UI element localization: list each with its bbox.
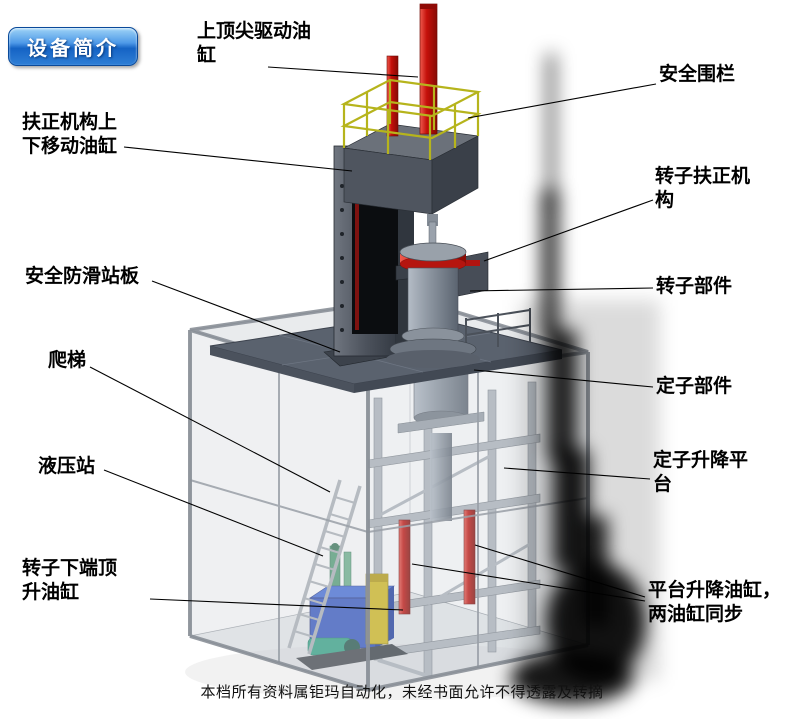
label-antislip-board: 安全防滑站板 [25,266,140,287]
label-ladder: 爬梯 [48,350,87,371]
footer-note: 本档所有资料属钜玛自动化，未经书面允许不得透露及转摘 [200,684,604,701]
leader-lines [89,66,657,611]
platform-lift-cylinders [398,509,476,615]
leader-centering-cylinder [123,146,353,172]
label-centering-cylinder: 扶正机构上 下移动油缸 [22,112,118,158]
rotor-assembly [386,214,489,368]
label-rotor-part: 转子部件 [656,276,733,297]
shadow-smudge [510,54,660,704]
label-rotor-centering: 转子扶正机 构 [655,166,751,212]
leader-platform-cylinder-b [411,563,646,602]
label-platform-cylinders: 平台升降油缸， 两油缸同步 [648,580,782,626]
leader-platform-cylinder-a [474,544,646,598]
ground-shadow [185,644,615,700]
leader-ladder [89,366,331,493]
leader-rotor-jack-cylinder [149,598,404,611]
leader-stator-part [473,369,654,388]
label-stator-part: 定子部件 [656,376,733,397]
label-stator-platform: 定子升降平 台 [653,450,749,496]
leader-rotor-part [469,287,654,292]
leader-hydraulic-station [103,469,324,557]
ladder-3d [287,479,362,655]
label-rotor-jack-cylinder: 转子下端顶 升油缸 [22,558,118,604]
top-drive-cylinder-rods [386,3,438,137]
label-safety-fence: 安全围栏 [659,64,736,85]
safety-fence-railing [340,78,482,160]
title-badge: 设备简介 [8,27,138,66]
leader-top-drive-cylinder [267,66,419,78]
label-hydraulic-station: 液压站 [38,456,96,477]
leader-antislip-board [151,280,341,353]
leader-safety-fence [467,83,657,119]
label-top-drive-cylinder: 上顶尖驱动油 缸 [197,21,312,67]
press-head [342,123,480,215]
leader-rotor-centering [483,199,654,262]
leader-stator-platform [503,467,651,480]
